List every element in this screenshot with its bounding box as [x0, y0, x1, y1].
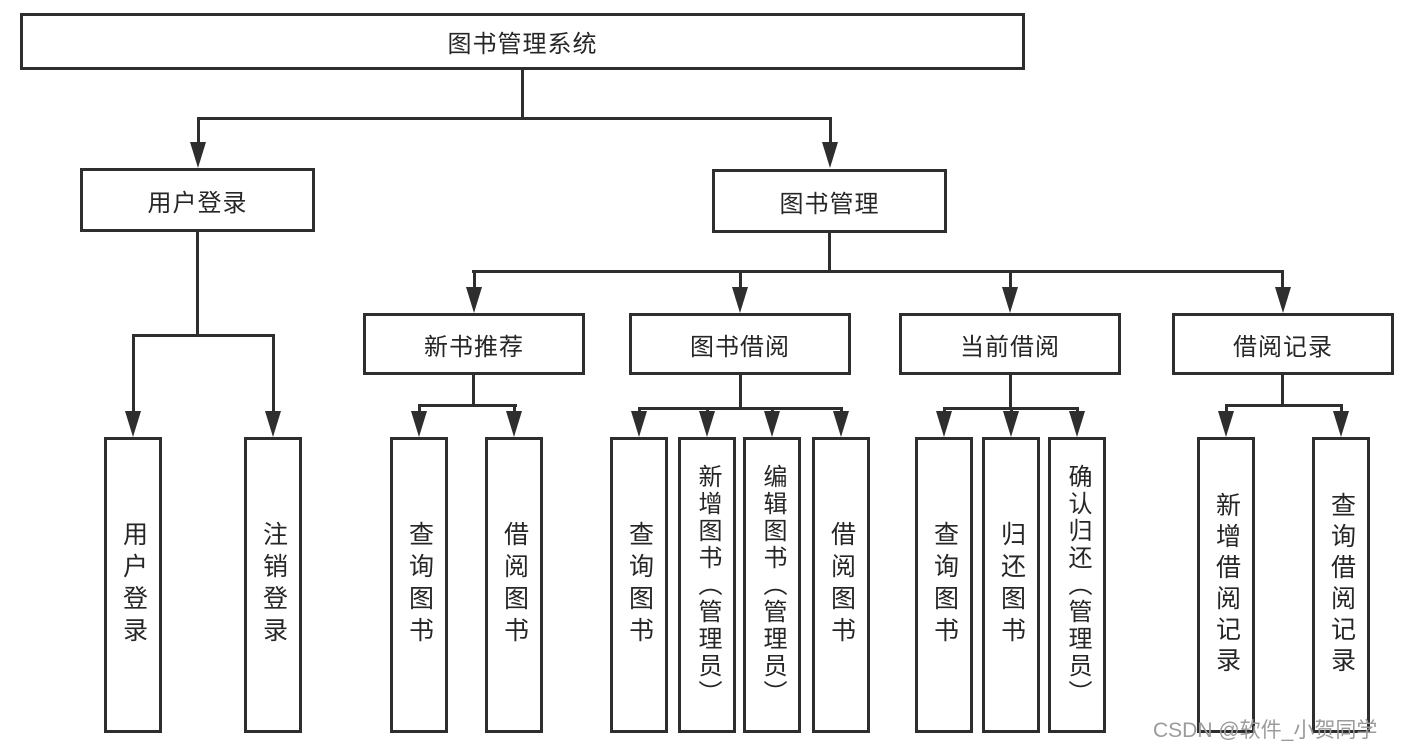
leaf-logout: 注销登录	[244, 437, 302, 733]
leaf-query-books-current: 查询图书	[915, 437, 973, 733]
connector-stub	[272, 334, 275, 414]
leaf-label: 注销登录	[259, 521, 288, 649]
leaf-borrow-books-recommend: 借阅图书	[485, 437, 543, 733]
leaf-label: 查询借阅记录	[1327, 492, 1356, 678]
node-borrowing-records: 借阅记录	[1172, 313, 1394, 375]
connector-stub	[1225, 404, 1228, 416]
connector-current-stem	[1009, 374, 1012, 409]
node-label: 图书管理系统	[447, 31, 598, 58]
leaf-label: 查询图书	[930, 521, 959, 649]
node-label: 当前借阅	[960, 333, 1060, 361]
node-library-management-system: 图书管理系统	[20, 13, 1025, 70]
arrow-down-icon	[822, 142, 838, 168]
arrow-down-icon	[764, 411, 780, 437]
leaf-borrow-books-borrowing: 借阅图书	[812, 437, 870, 733]
node-current-borrowing: 当前借阅	[899, 313, 1121, 375]
leaf-query-borrow-record: 查询借阅记录	[1312, 437, 1370, 733]
arrow-down-icon	[631, 411, 647, 437]
node-label: 借阅记录	[1233, 333, 1333, 361]
node-book-management: 图书管理	[712, 169, 947, 233]
arrow-down-icon	[1003, 411, 1019, 437]
arrow-down-icon	[936, 411, 952, 437]
connector-borrowing-stem	[739, 375, 742, 409]
connector-records-bus	[1225, 404, 1343, 407]
connector-root-bus	[197, 117, 832, 120]
leaf-label: 借阅图书	[500, 521, 529, 649]
connector-user-login-bus	[132, 334, 275, 337]
arrow-down-icon	[265, 411, 281, 437]
connector-stub	[1340, 404, 1343, 416]
leaf-label: 确认归还（管理员）	[1064, 463, 1091, 707]
leaf-confirm-return-admin: 确认归还（管理员）	[1048, 437, 1106, 733]
node-label: 图书管理	[779, 190, 880, 218]
leaf-add-book-admin: 新增图书（管理员）	[678, 437, 736, 733]
leaf-query-books-recommend: 查询图书	[390, 437, 448, 733]
leaf-label: 查询图书	[405, 521, 434, 649]
leaf-query-books-borrowing: 查询图书	[610, 437, 668, 733]
leaf-user-login: 用户登录	[104, 437, 162, 733]
arrow-down-icon	[1333, 411, 1349, 437]
leaf-return-book: 归还图书	[982, 437, 1040, 733]
leaf-label: 编辑图书（管理员）	[759, 463, 786, 707]
arrow-down-icon	[506, 411, 522, 437]
node-book-borrowing: 图书借阅	[629, 313, 851, 375]
connector-stub	[473, 270, 476, 290]
connector-stub	[1009, 270, 1012, 290]
leaf-add-borrow-record: 新增借阅记录	[1197, 437, 1255, 733]
connector-stub	[1281, 270, 1284, 290]
connector-stub	[829, 117, 832, 145]
arrow-down-icon	[411, 411, 427, 437]
arrow-down-icon	[125, 411, 141, 437]
connector-stub	[739, 270, 742, 290]
connector-root-stem	[521, 69, 524, 119]
node-label: 新书推荐	[424, 333, 524, 361]
leaf-label: 新增借阅记录	[1212, 492, 1241, 678]
leaf-edit-book-admin: 编辑图书（管理员）	[743, 437, 801, 733]
connector-book-mgmt-stem	[828, 233, 831, 273]
arrow-down-icon	[732, 287, 748, 313]
arrow-down-icon	[1002, 287, 1018, 313]
connector-new-book-stem	[472, 374, 475, 407]
connector-records-stem	[1281, 374, 1284, 407]
leaf-label: 用户登录	[119, 521, 148, 649]
node-label: 图书借阅	[690, 333, 790, 361]
connector-new-book-bus	[418, 404, 517, 407]
connector-stub	[197, 117, 200, 145]
arrow-down-icon	[1275, 287, 1291, 313]
node-new-book-recommend: 新书推荐	[363, 313, 585, 375]
connector-stub	[513, 404, 516, 416]
connector-user-login-stem	[196, 232, 199, 336]
node-user-login: 用户登录	[80, 168, 315, 232]
arrow-down-icon	[466, 287, 482, 313]
connector-borrowing-bus	[638, 407, 843, 410]
arrow-down-icon	[1218, 411, 1234, 437]
arrow-down-icon	[699, 411, 715, 437]
node-label: 用户登录	[147, 189, 248, 217]
arrow-down-icon	[833, 411, 849, 437]
leaf-label: 借阅图书	[827, 521, 856, 649]
connector-stub	[132, 334, 135, 414]
leaf-label: 查询图书	[625, 521, 654, 649]
leaf-label: 归还图书	[997, 521, 1026, 649]
connector-book-mgmt-bus	[472, 270, 1284, 273]
arrow-down-icon	[190, 142, 206, 168]
csdn-watermark: CSDN @软件_小贺同学	[1153, 719, 1378, 742]
connector-stub	[418, 404, 421, 416]
leaf-label: 新增图书（管理员）	[694, 463, 721, 707]
arrow-down-icon	[1069, 411, 1085, 437]
